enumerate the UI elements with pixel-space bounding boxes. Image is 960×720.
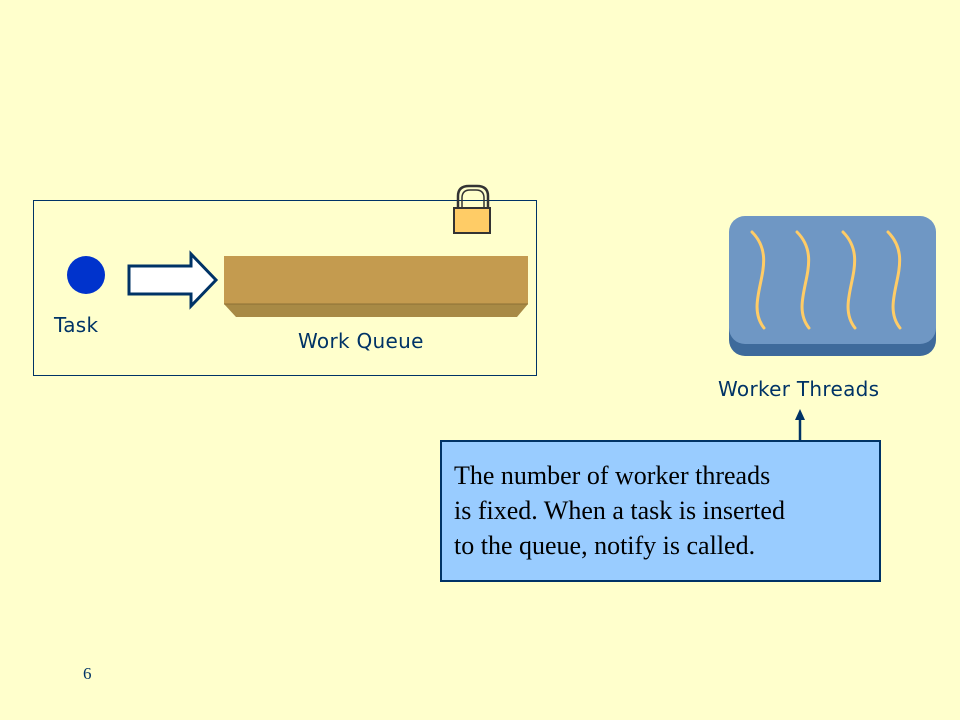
work-queue-frame (33, 200, 537, 376)
callout-line-3: to the queue, notify is called. (454, 531, 756, 560)
explanation-callout: The number of worker threads is fixed. W… (440, 440, 881, 582)
worker-threads-label: Worker Threads (718, 377, 880, 401)
page-number: 6 (83, 664, 92, 683)
work-queue-box (224, 256, 528, 317)
thread-line (886, 230, 902, 330)
padlock-icon (453, 184, 491, 234)
thread-line (750, 230, 766, 330)
task-label: Task (54, 313, 99, 337)
thread-line (795, 230, 811, 330)
work-queue-label: Work Queue (298, 329, 424, 353)
task-dot-icon (67, 256, 105, 294)
callout-line-1: The number of worker threads (454, 461, 771, 490)
callout-connector-arrow (795, 409, 805, 440)
callout-line-2: is fixed. When a task is inserted (454, 496, 785, 525)
thread-line (841, 230, 857, 330)
right-arrow-icon (127, 250, 219, 310)
worker-threads-icon (729, 216, 936, 356)
